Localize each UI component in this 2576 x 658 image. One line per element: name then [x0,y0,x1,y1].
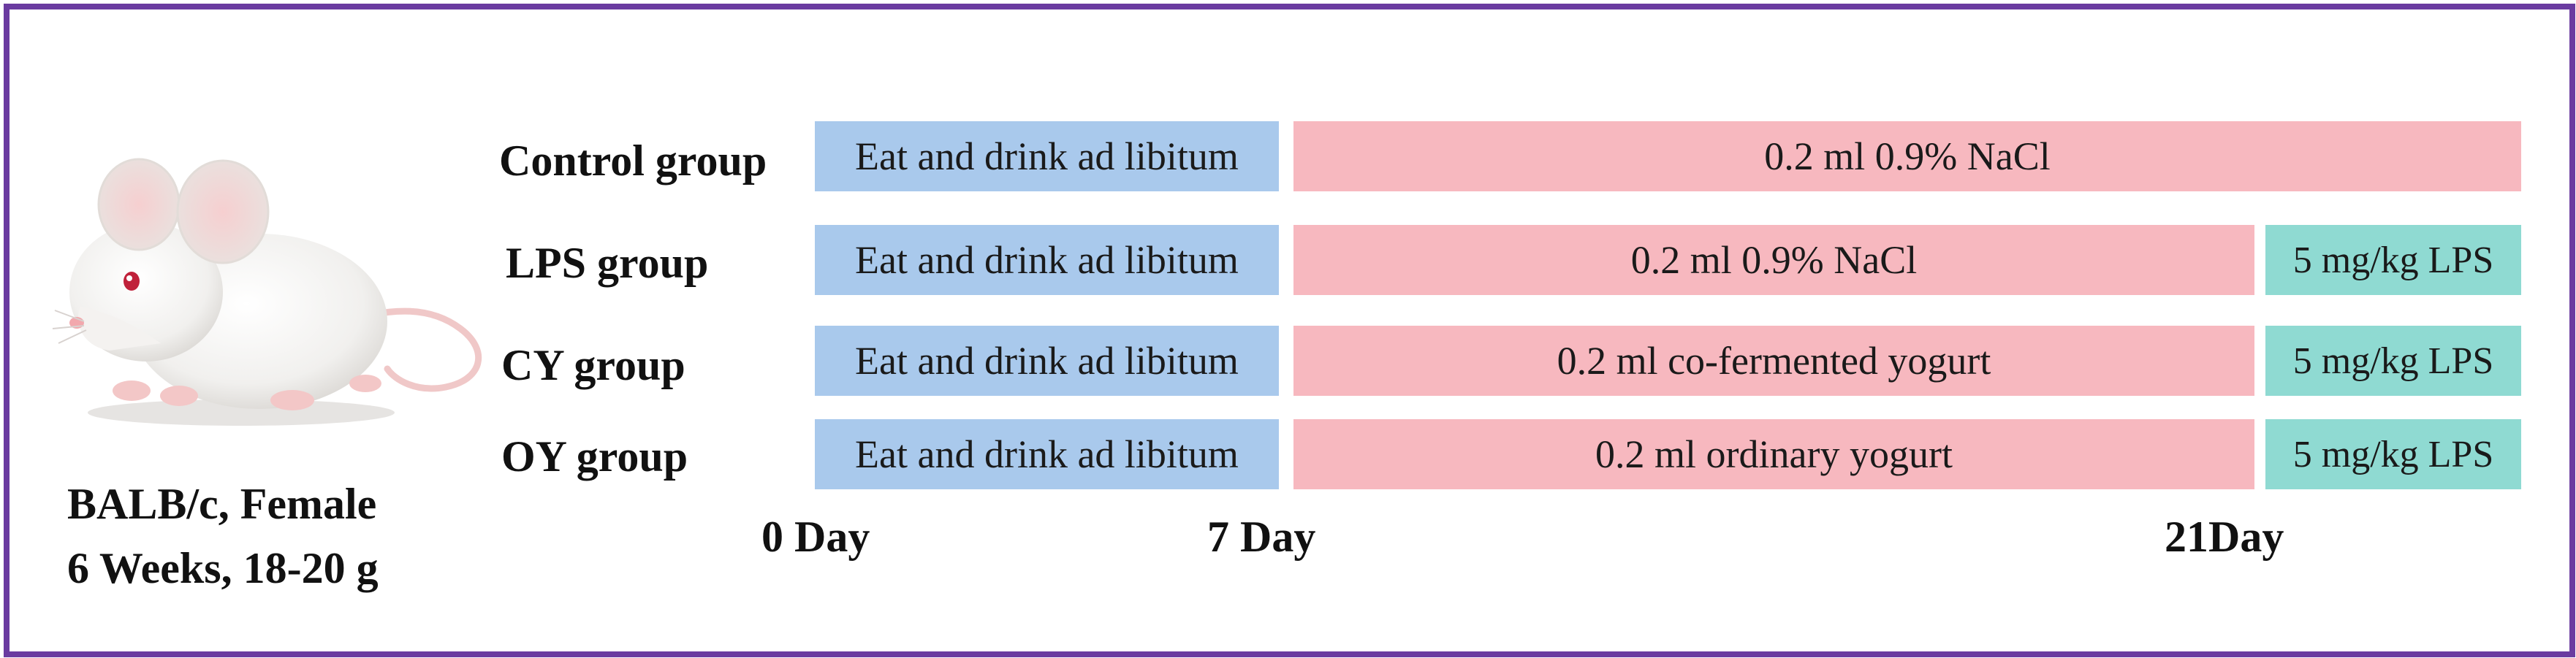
group-label-cy: CY group [501,341,685,389]
lps-acclimation-bar: Eat and drink ad libitum [815,225,1279,295]
lps-treatment-bar: 0.2 ml 0.9% NaCl [1293,225,2254,295]
day-marker-0: 0 Day [761,513,870,561]
oy-acclimation-bar: Eat and drink ad libitum [815,419,1279,489]
group-label-control: Control group [499,137,767,185]
control-treatment-bar: 0.2 ml 0.9% NaCl [1293,121,2521,191]
cy-treatment-bar: 0.2 ml co-fermented yogurt [1293,326,2254,396]
day-marker-21: 21Day [2165,513,2284,561]
cy-challenge-bar: 5 mg/kg LPS [2265,326,2521,396]
mouse-illustration [52,158,482,426]
day-marker-7: 7 Day [1207,513,1316,561]
group-label-lps: LPS group [506,239,709,287]
oy-treatment-bar: 0.2 ml ordinary yogurt [1293,419,2254,489]
cy-acclimation-bar: Eat and drink ad libitum [815,326,1279,396]
group-label-oy: OY group [501,432,688,481]
control-acclimation-bar: Eat and drink ad libitum [815,121,1279,191]
oy-challenge-bar: 5 mg/kg LPS [2265,419,2521,489]
mouse-caption-strain: BALB/c, Female [67,480,377,528]
lps-challenge-bar: 5 mg/kg LPS [2265,225,2521,295]
mouse-caption-age-weight: 6 Weeks, 18-20 g [67,544,379,592]
